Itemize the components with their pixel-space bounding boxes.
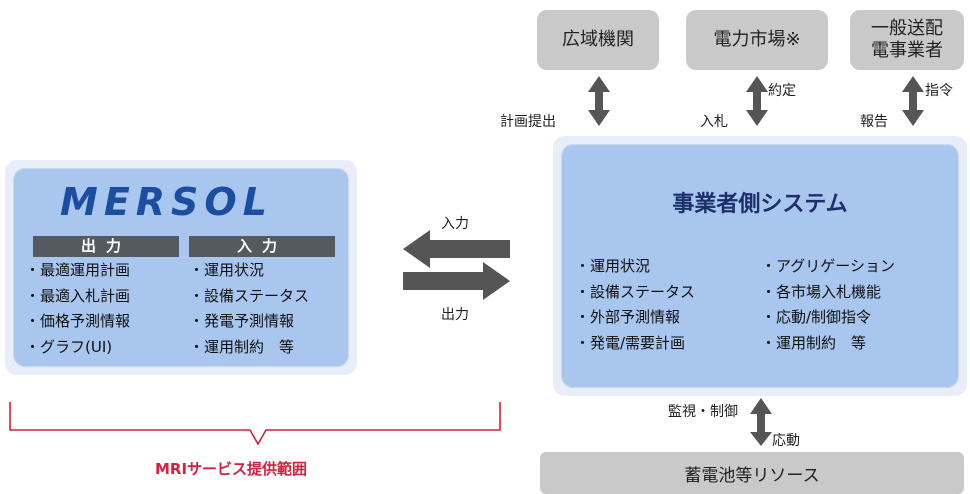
system-left-list: ・運用状況 ・設備ステータス ・外部予測情報 ・発電/需要計画	[575, 254, 695, 356]
mersol-output-list: ・最適運用計画 ・最適入札計画 ・価格予測情報 ・グラフ(UI)	[25, 258, 130, 360]
arrow-right-output-icon	[403, 262, 510, 300]
system-title: 事業者側システム	[672, 192, 848, 217]
system-right-item: ・アグリゲーション	[761, 257, 895, 275]
box-power-market: 電力市場※	[686, 10, 828, 70]
system-panel-outer: 事業者側システム ・運用状況 ・設備ステータス ・外部予測情報 ・発電/需要計画…	[553, 136, 967, 396]
double-arrow-resource-icon	[750, 398, 772, 446]
resource-box: 蓄電池等リソース	[540, 452, 964, 494]
system-right-item: ・運用制約 等	[761, 333, 867, 352]
system-right-list: ・アグリゲーション ・各市場入札機能 ・応動/制御指令 ・運用制約 等	[761, 254, 895, 356]
mersol-output-item: ・グラフ(UI)	[25, 337, 113, 356]
label-plan-submit: 計画提出	[500, 114, 556, 130]
mersol-input-item: ・発電予測情報	[189, 312, 295, 330]
box-occto-label: 広域機関	[562, 29, 634, 50]
mersol-input-header: 入力	[189, 236, 335, 257]
resource-box-label: 蓄電池等リソース	[684, 465, 820, 486]
system-left-item: ・外部予測情報	[575, 308, 681, 326]
label-monitor-control: 監視・制御	[668, 404, 738, 420]
box-occto: 広域機関	[537, 10, 659, 70]
mersol-panel-outer: MERSOL 出力 入力 ・最適運用計画 ・最適入札計画 ・価格予測情報 ・グラ…	[5, 160, 357, 375]
mersol-output-item: ・最適入札計画	[25, 286, 131, 305]
double-arrow-occto-icon	[588, 76, 610, 126]
mri-scope-bracket	[9, 402, 501, 446]
mersol-output-item: ・価格予測情報	[25, 312, 131, 330]
mersol-input-item: ・運用状況	[189, 261, 265, 279]
system-left-item: ・運用状況	[575, 257, 651, 275]
system-left-item: ・発電/需要計画	[575, 333, 686, 352]
mersol-input-list: ・運用状況 ・設備ステータス ・発電予測情報 ・運用制約 等	[189, 258, 309, 360]
label-input: 入力	[441, 216, 469, 232]
mersol-input-item: ・設備ステータス	[189, 286, 310, 305]
label-response: 応動	[772, 433, 800, 449]
label-report: 報告	[860, 114, 888, 130]
label-output: 出力	[441, 307, 469, 323]
double-arrow-transmission-icon	[902, 76, 924, 126]
label-bid: 入札	[700, 114, 728, 130]
box-transmission-operator: 一般送配 電事業者	[850, 10, 964, 70]
box-transmission-operator-line1: 一般送配	[871, 18, 943, 39]
mersol-panel: MERSOL 出力 入力 ・最適運用計画 ・最適入札計画 ・価格予測情報 ・グラ…	[13, 168, 349, 367]
mersol-logo: MERSOL	[60, 180, 273, 224]
mersol-output-header: 出力	[33, 236, 179, 257]
system-panel: 事業者側システム ・運用状況 ・設備ステータス ・外部予測情報 ・発電/需要計画…	[561, 144, 959, 388]
box-transmission-operator-line2: 電事業者	[871, 40, 943, 61]
double-arrow-market-icon	[746, 76, 768, 126]
label-command: 指令	[925, 83, 953, 99]
mersol-output-item: ・最適運用計画	[25, 261, 131, 279]
system-right-item: ・各市場入札機能	[761, 282, 882, 301]
mersol-input-item: ・運用制約 等	[189, 337, 295, 356]
system-right-item: ・応動/制御指令	[761, 308, 872, 326]
label-contract: 約定	[768, 83, 796, 99]
arrow-left-input-icon	[403, 230, 510, 268]
system-left-item: ・設備ステータス	[575, 282, 696, 301]
mri-scope-label: MRIサービス提供範囲	[155, 460, 308, 478]
box-power-market-label: 電力市場※	[713, 29, 801, 50]
